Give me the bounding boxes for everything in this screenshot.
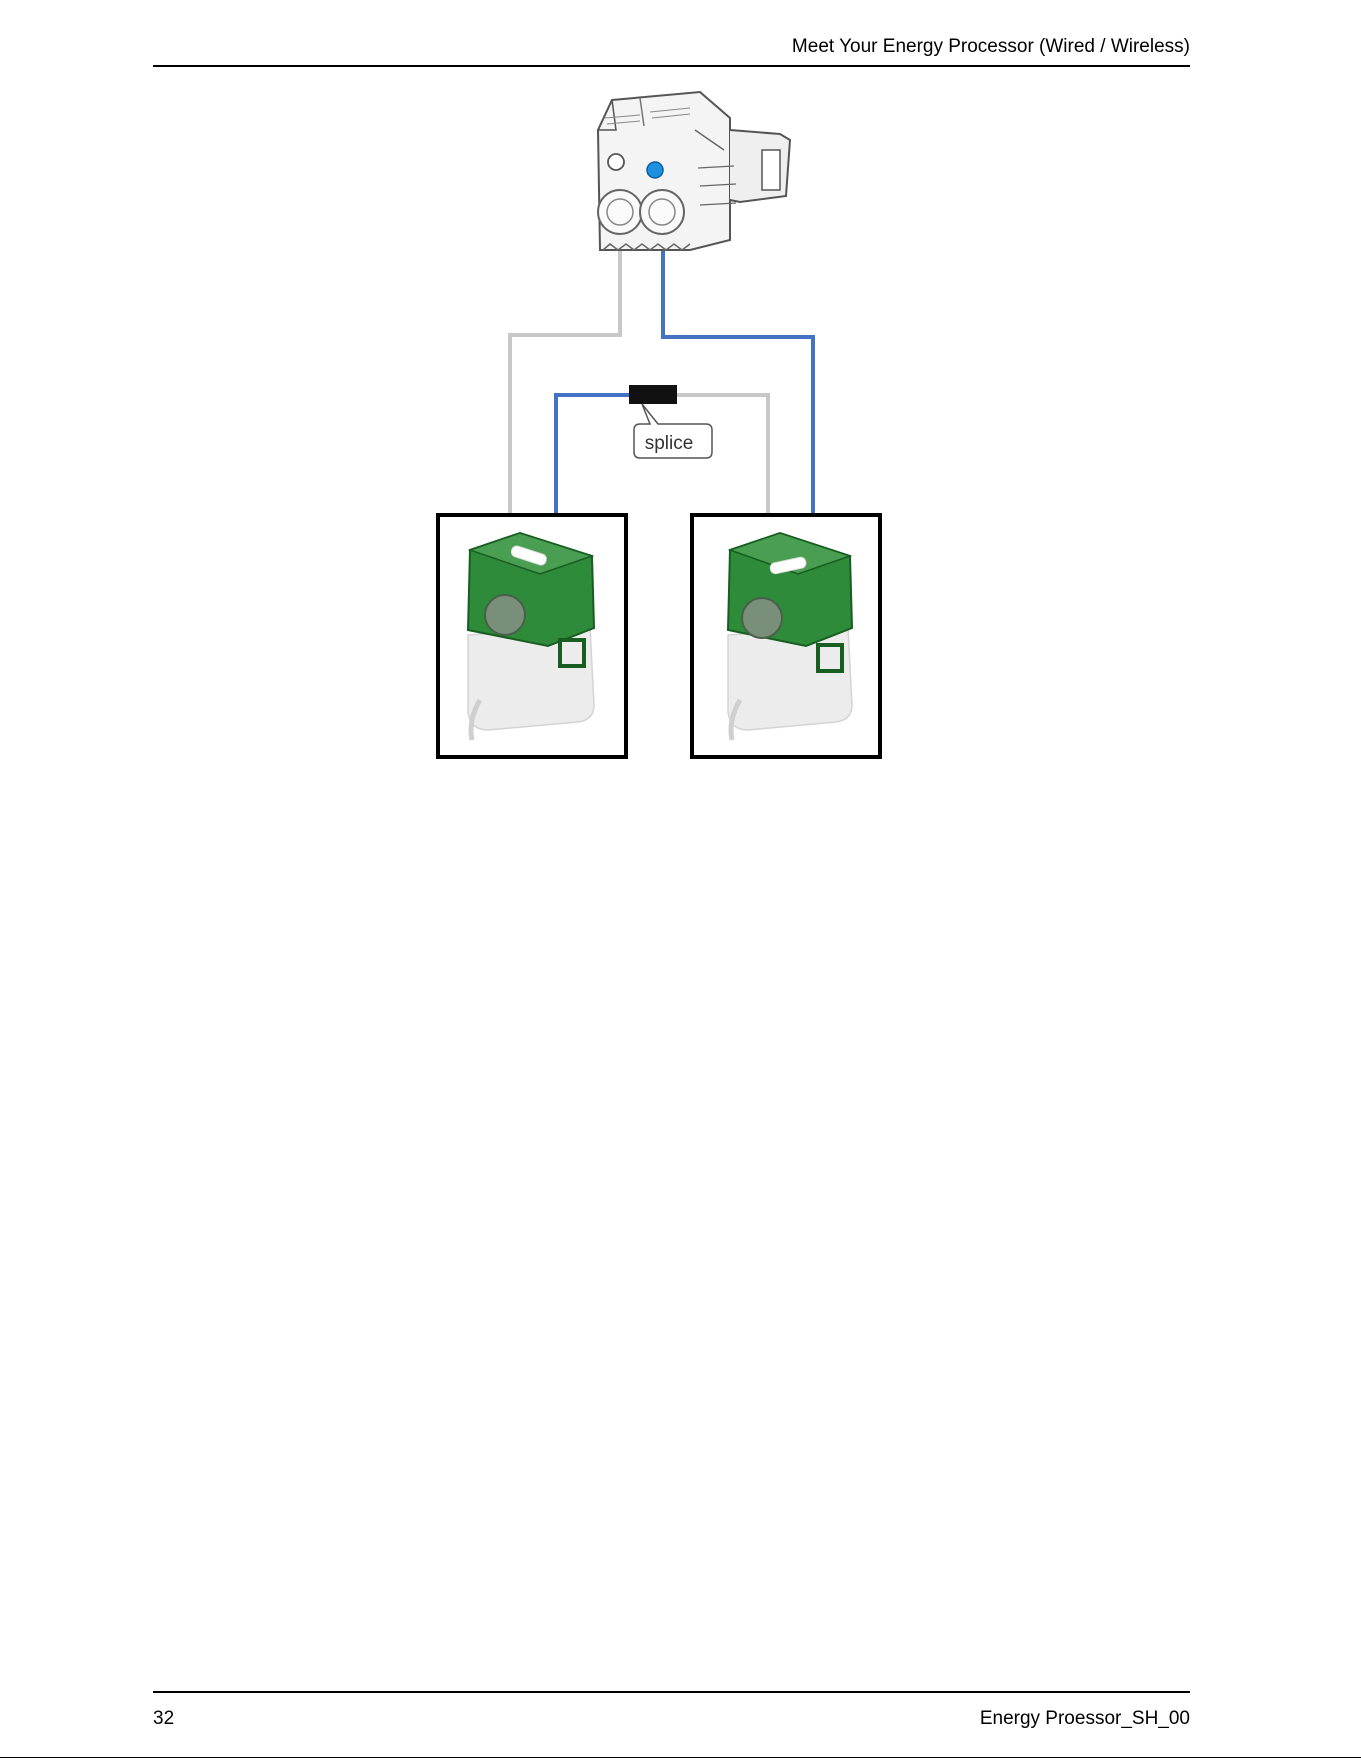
wiring-diagram: splice	[0, 0, 1361, 820]
ct-sensor-left	[438, 515, 626, 757]
ct-sensor-right	[692, 515, 880, 757]
terminal-block-connector	[598, 92, 790, 250]
left-wire-port-icon	[598, 190, 642, 234]
gray-wire-connector	[510, 235, 620, 515]
blue-wire-splice	[556, 395, 629, 515]
splice-label: splice	[645, 433, 694, 454]
page-bottom-edge	[0, 1757, 1361, 1758]
splice-block	[629, 385, 677, 404]
right-wire-port-icon	[640, 190, 684, 234]
document-id: Energy Proessor_SH_00	[980, 1708, 1190, 1730]
footer-rule	[153, 1691, 1190, 1693]
blue-wire-connector	[663, 218, 813, 515]
splice-callout: splice	[634, 404, 712, 458]
white-indicator-icon	[608, 154, 624, 170]
page-number: 32	[153, 1708, 174, 1730]
blue-indicator-icon	[647, 162, 663, 178]
